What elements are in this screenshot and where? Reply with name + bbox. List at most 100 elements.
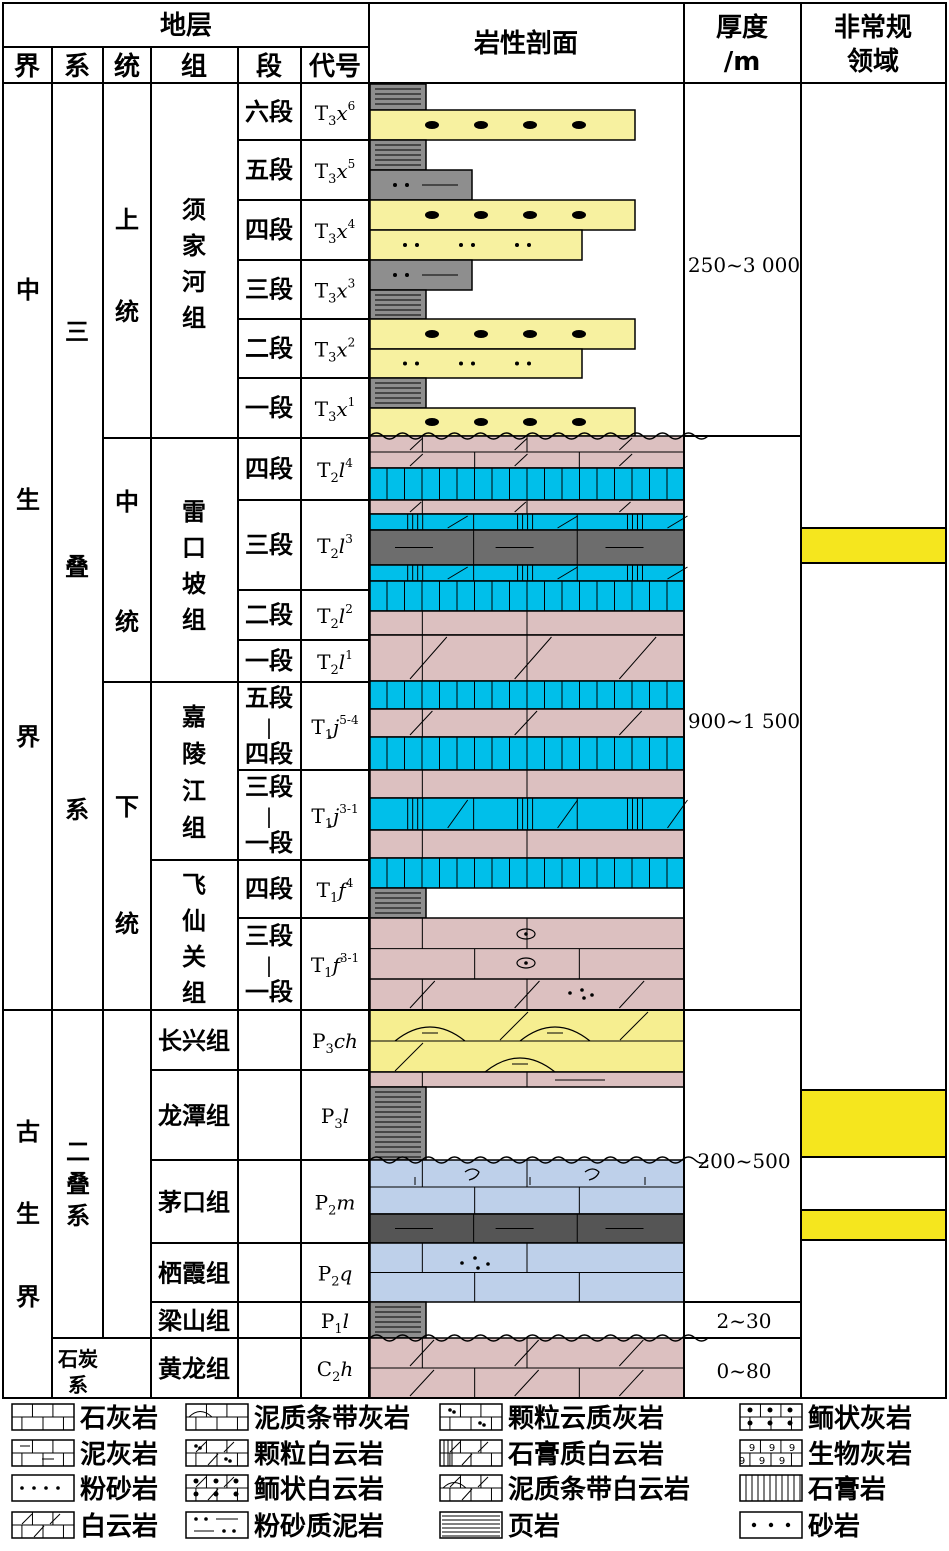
legend-item-oolitic-dolomite: 鲕状白云岩 [185,1474,384,1505]
dolomite-slash [447,566,468,580]
code-letter: T [311,715,325,739]
code-superscript: 4 [348,217,356,231]
swatch-dot [194,1517,198,1521]
unconventional-marker-longtan [800,1089,947,1158]
gypsum-dolomite-bed [369,797,685,831]
code-unit: l [343,1104,349,1128]
member-code: T1j3-1 [311,802,358,832]
fossil-symbol [584,1168,600,1181]
member-name: 一段 [245,829,293,857]
dolomite-slash [618,980,645,1009]
dolomite-slash [394,1042,424,1072]
code-superscript: 1 [345,648,353,662]
code-unit: j [329,804,339,828]
silt-dot [527,243,531,247]
sand-dot [425,211,439,219]
legend-label: 泥灰岩 [80,1440,158,1470]
thickness-value: 2~30 [717,1309,772,1333]
series-char: 上 [115,206,139,234]
header-section: 岩性剖面 [473,28,578,59]
member-name: 二段 [245,601,293,629]
swatch-line [195,1476,207,1488]
swatch-dot [213,1478,219,1484]
code-subscript: 3 [328,232,336,247]
code-unit: l [339,650,345,674]
unconformity-line [369,1156,709,1164]
code-letter: P [321,1104,334,1128]
member-code: T2l3 [317,532,353,562]
sand-dot [523,211,537,219]
thickness-labels: 250~3 000 900~1 500 200~500 2~30 0~80 [688,253,800,1383]
code-unit: m [336,1191,355,1215]
code-unit: x [336,397,347,421]
member-name: 三段 [245,531,293,559]
formation-char: 家 [182,232,206,260]
system-char: 系 [68,1373,88,1397]
member-name: 一段 [245,394,293,422]
formation-char: 飞 [182,871,206,899]
code-subscript: 2 [331,617,339,632]
silt-dot [471,243,475,247]
legend-item-banded-limestone: 泥质条带灰岩 [185,1403,410,1434]
swatch-dot [56,1486,60,1490]
swatch-dot [193,1478,199,1484]
era-labels: 中 生 界 古 生 界 [16,276,40,1311]
dolomite-slash [409,1339,435,1367]
series-char: 中 [115,488,139,516]
swatch-line [223,1441,235,1453]
gypsum-dolomite-bed [369,513,685,531]
formation-char: 河 [182,268,206,296]
legend-item-banded-dolomite: 泥质条带白云岩 [439,1474,690,1505]
grain-dot [476,1266,480,1270]
silt-dot [403,361,407,366]
legend-item-limestone: 石灰岩 [11,1403,158,1434]
swatch-arc [188,1411,213,1418]
formation-char: 雷 [182,498,206,526]
unconventional-marker-maokou [800,1209,947,1241]
code-letter: T [315,338,329,362]
code-subscript: 2 [331,663,339,678]
swatch-dot [751,1522,757,1528]
system-char: 二 [66,1138,90,1166]
swatch-dot [767,1420,773,1426]
swatch-line [477,1441,489,1453]
code-subscript: 3 [326,1042,334,1057]
code-unit: l [343,1309,349,1333]
formation-code: P1l [321,1309,349,1337]
sandstone-bed [369,318,636,350]
era-char: 古 [16,1118,40,1146]
legend-swatch-frame [185,1511,249,1539]
member-code: T3x5 [315,157,356,187]
series-char: 下 [115,793,139,821]
sand-dot [425,121,439,129]
header-thickness-l1: 厚度 [716,12,768,43]
formation-char: 须 [182,196,206,224]
era-char: 中 [16,276,40,304]
swatch-dot [193,1491,199,1497]
grain-dot [580,988,584,992]
formation-name: 梁山组 [157,1307,230,1335]
table-grid [2,2,947,1399]
swatch-dot [232,1529,236,1533]
sand-dot [572,211,586,219]
unconventional-markers [800,527,947,1241]
thickness-value: 0~80 [717,1359,772,1383]
legend-label: 鲕状灰岩 [808,1404,912,1434]
code-subscript: 3 [328,114,336,129]
sand-dot [474,418,488,426]
header-daihao: 代号 [308,52,361,82]
header-unconv-l1: 非常规 [834,13,912,43]
dolomite-slash [514,710,538,736]
formation-char: 嘉 [182,703,206,731]
legend-label: 砂岩 [808,1512,860,1542]
code-subscript: 2 [331,471,339,486]
member-code: T2l1 [317,648,353,678]
thickness-value: 250~3 000 [688,253,800,277]
code-unit: x [336,101,347,125]
header-strata: 地层 [160,11,212,41]
swatch-dot [233,1478,239,1484]
swatch-dot [44,1486,48,1490]
sandstone-bed [369,199,636,231]
swatch-dot [478,1421,482,1425]
code-unit: x [336,279,347,303]
